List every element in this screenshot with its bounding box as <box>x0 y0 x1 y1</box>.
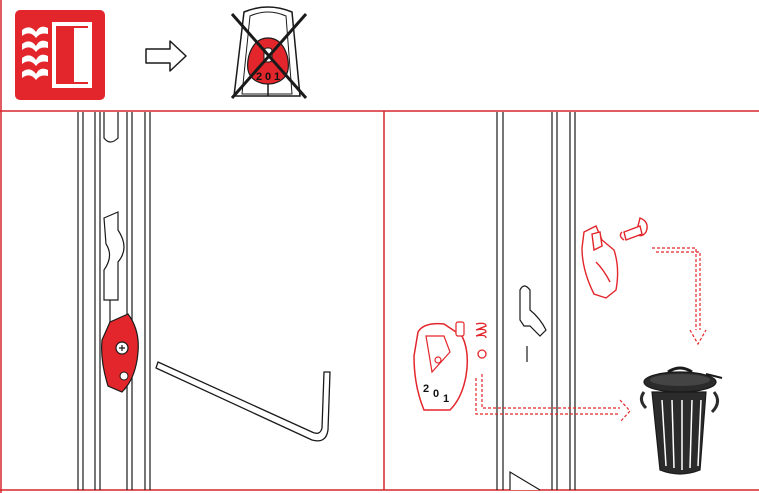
red-keeper-installed <box>102 314 139 392</box>
dashed-path-lower <box>476 374 630 422</box>
fire-door-icon <box>15 10 105 100</box>
keeper-digit-1: 2 <box>256 71 262 83</box>
keeper-digit-2: 0 <box>265 71 271 83</box>
spring <box>476 323 486 358</box>
removed-keeper: 2 0 1 <box>414 322 467 410</box>
keeper-digit-b: 0 <box>433 388 439 400</box>
keeper-top <box>582 226 618 298</box>
keeper-digit-a: 2 <box>423 383 429 395</box>
dashed-path-upper <box>652 248 706 344</box>
arrow-right-icon <box>146 41 186 71</box>
panel-step-1 <box>78 112 330 490</box>
screw <box>620 218 647 240</box>
door-frame <box>78 112 150 490</box>
door-frame-2 <box>497 112 575 490</box>
panel-step-2: 2 0 1 <box>414 112 722 490</box>
keeper-digit-3: 1 <box>274 71 280 83</box>
keeper-digit-c: 1 <box>443 393 449 405</box>
trash-can-icon <box>641 368 722 474</box>
hex-key <box>156 362 330 441</box>
prohibited-keeper-icon: 2 0 1 <box>232 7 306 98</box>
